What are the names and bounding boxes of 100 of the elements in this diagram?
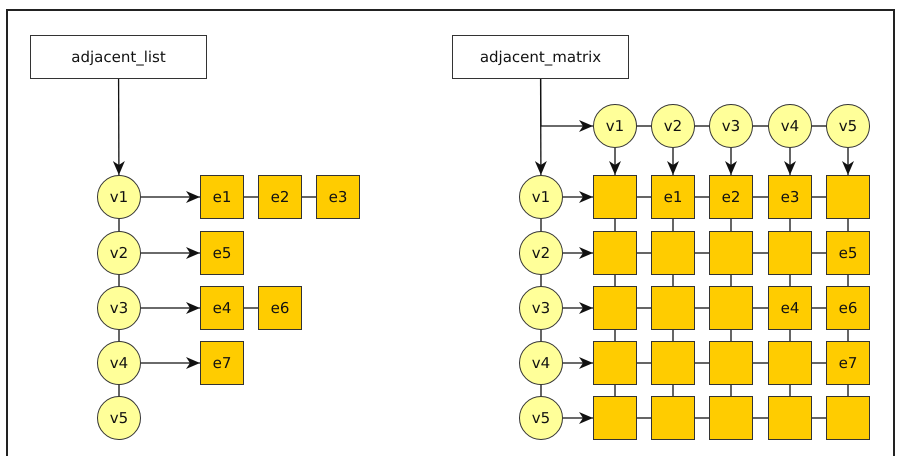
connector-line [540,275,542,286]
cell-square [768,231,812,275]
vertex-circle [97,175,141,219]
connector-line [614,219,616,231]
connector-line [753,196,768,198]
vertex-circle [709,104,753,148]
cell-square [651,286,695,330]
cell-square [651,231,695,275]
arrow [141,357,200,369]
vertex-circle [651,104,695,148]
arrow [667,148,679,175]
cell-square [200,175,244,219]
cell-square [651,175,695,219]
vertex-label: v2 [110,244,128,262]
cell-label: e5 [212,244,232,262]
connector-line [614,330,616,341]
vertex-circle [593,104,637,148]
connector-line [812,417,826,419]
vertex-label: v5 [110,409,128,427]
arrow [141,247,200,259]
vertex-circle [97,396,141,440]
arrow [842,148,854,175]
cell-label: e7 [838,354,858,372]
connector-line [847,330,849,341]
cell-square [258,286,302,330]
connector-line [695,362,709,364]
connector-line [789,275,791,286]
vertex-label: v3 [110,299,128,317]
connector-line [730,275,732,286]
heading-label: adjacent_matrix [480,48,602,66]
cell-square [709,231,753,275]
vertex-label: v3 [722,117,740,135]
cell-square [826,341,870,385]
vertex-circle [768,104,812,148]
arrow [725,148,737,175]
connector-line [812,252,826,254]
connector-line [540,219,542,231]
cell-square [826,286,870,330]
cell-square [651,341,695,385]
connector-line [695,417,709,419]
cell-square [200,341,244,385]
cell-square [200,231,244,275]
cell-square [593,341,637,385]
arrow [563,412,593,424]
connector-line [730,385,732,396]
vertex-label: v4 [780,117,800,135]
connector-line [847,385,849,396]
arrow [112,79,125,175]
cell-square [826,231,870,275]
vertex-label: v4 [110,354,128,372]
connector-line [812,196,826,198]
cell-label: e7 [212,354,232,372]
connector-line [637,125,651,127]
connector-line [789,330,791,341]
connector-line [118,275,120,286]
connector-line [672,219,674,231]
vertex-label: v1 [532,188,550,206]
arrow [784,148,796,175]
arrow [609,148,621,175]
cell-square [709,286,753,330]
vertex-label: v4 [532,354,550,372]
connector-line [672,275,674,286]
cell-square [709,396,753,440]
connector-line [812,125,826,127]
vertex-label: v5 [838,117,858,135]
arrow [563,191,593,203]
cell-square [593,396,637,440]
cell-square [826,396,870,440]
vertex-label: v1 [606,117,624,135]
arrow [141,302,200,314]
connector-line [753,252,768,254]
connector-line [637,362,651,364]
vertex-label: v2 [664,117,682,135]
connector-line [614,385,616,396]
vertex-label: v5 [532,409,550,427]
heading-box [452,35,629,79]
cell-square [593,175,637,219]
connector-line [695,125,709,127]
cell-square [593,286,637,330]
connector-line [789,385,791,396]
cell-square [258,175,302,219]
connector-line [302,196,316,198]
connector-line [753,417,768,419]
cell-label: e3 [780,188,800,206]
connector-line [637,196,651,198]
connector-line [695,307,709,309]
vertex-circle [519,286,563,330]
connector-line [637,417,651,419]
connector-line [118,219,120,231]
cell-square [651,396,695,440]
connector-line [118,385,120,396]
connector-line [812,307,826,309]
connector-line [540,385,542,396]
cell-label: e5 [838,244,858,262]
arrow [563,247,593,259]
cell-square [768,286,812,330]
connector-line [244,196,258,198]
vertex-label: v2 [532,244,550,262]
connector-line [847,219,849,231]
cell-square [709,175,753,219]
